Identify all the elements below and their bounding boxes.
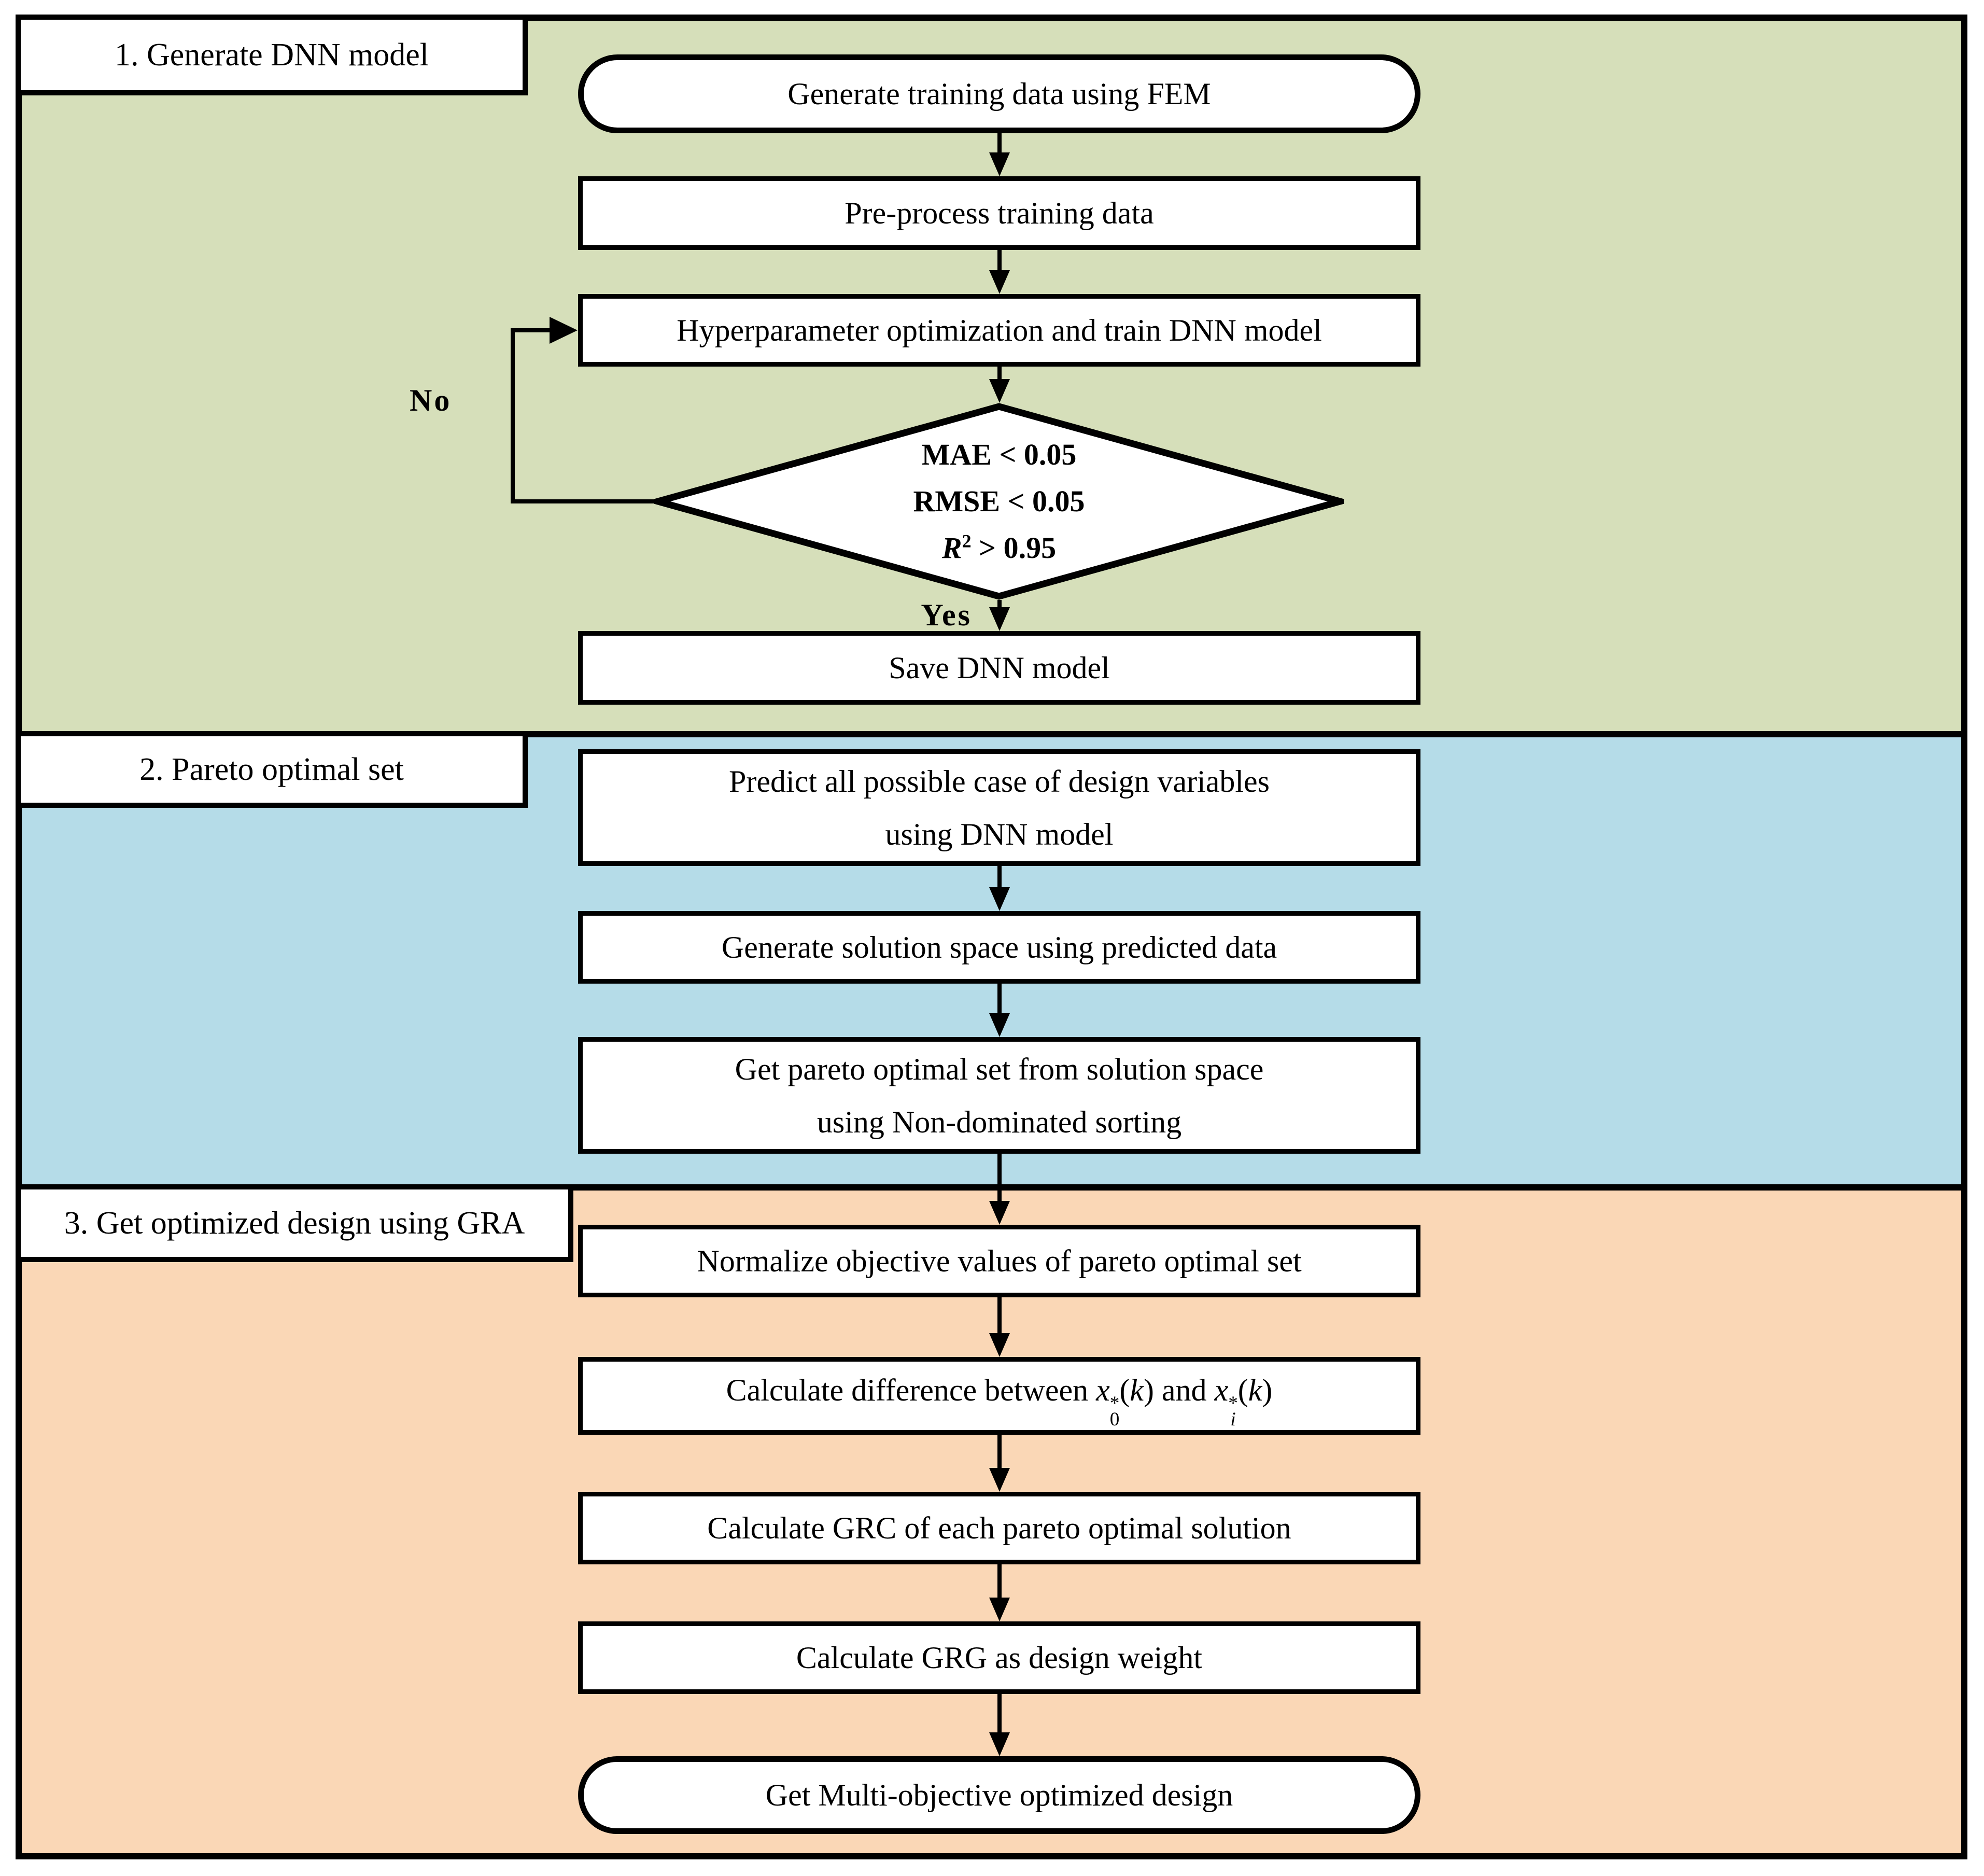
arrow-difference-to-grc — [989, 1435, 1010, 1492]
node-predict-line1: Predict all possible case of design vari… — [728, 764, 1270, 799]
section-label-3-text: 3. Get optimized design using GRA — [64, 1205, 525, 1241]
arrow-hyperparameter-to-decision — [989, 367, 1010, 403]
arrowhead-down-icon — [989, 379, 1010, 403]
math-x0-sub: 0 — [1109, 1409, 1120, 1431]
arrow-shaft — [997, 866, 1002, 887]
section-label-3: 3. Get optimized design using GRA — [16, 1184, 573, 1262]
node-predict-design-variables: Predict all possible case of design vari… — [578, 749, 1420, 866]
math-x0-sup: * — [1109, 1392, 1120, 1414]
calc-diff-prefix: Calculate difference between — [726, 1373, 1096, 1408]
node-preprocess-training-data: Pre-process training data — [578, 176, 1420, 250]
node-final-optimized-design-text: Get Multi-objective optimized design — [765, 1778, 1233, 1812]
arrow-solution-space-to-pareto — [989, 984, 1010, 1037]
decision-line-r2: R2 > 0.95 — [942, 525, 1056, 571]
math-x0-paren-open: ( — [1119, 1373, 1130, 1408]
arrowhead-down-icon — [989, 1013, 1010, 1037]
section-label-1: 1. Generate DNN model — [16, 15, 528, 95]
arrowhead-down-icon — [989, 152, 1010, 176]
arrow-shaft — [997, 367, 1002, 379]
node-generate-solution-space: Generate solution space using predicted … — [578, 911, 1420, 984]
math-xi-base: x — [1214, 1373, 1229, 1408]
arrow-shaft — [997, 1154, 1002, 1201]
math-x0-base: x — [1096, 1373, 1110, 1408]
arrow-shaft — [997, 250, 1002, 270]
math-x0-paren-close: ) — [1143, 1373, 1154, 1408]
node-save-dnn-model: Save DNN model — [578, 631, 1420, 705]
arrow-shaft — [997, 1435, 1002, 1468]
arrow-shaft — [997, 1564, 1002, 1598]
r2-base: R — [941, 530, 962, 565]
math-xi-sub: i — [1230, 1409, 1236, 1431]
node-generate-training-data: Generate training data using FEM — [578, 54, 1420, 133]
node-pareto-line1: Get pareto optimal set from solution spa… — [735, 1052, 1264, 1086]
arrow-grg-to-final — [989, 1694, 1010, 1756]
r2-rest: > 0.95 — [971, 530, 1057, 565]
node-generate-training-data-text: Generate training data using FEM — [787, 77, 1211, 111]
node-calculate-grg-text: Calculate GRG as design weight — [796, 1641, 1203, 1675]
math-xi-k: k — [1248, 1373, 1262, 1408]
section-label-1-text: 1. Generate DNN model — [114, 37, 429, 73]
node-normalize-objective-values-text: Normalize objective values of pareto opt… — [697, 1244, 1302, 1278]
section-label-2: 2. Pareto optimal set — [16, 731, 528, 808]
arrowhead-down-icon — [989, 1333, 1010, 1357]
node-normalize-objective-values: Normalize objective values of pareto opt… — [578, 1225, 1420, 1297]
no-loop-segment-top — [511, 328, 551, 332]
arrowhead-down-icon — [989, 1468, 1010, 1492]
node-calculate-grc-text: Calculate GRC of each pareto optimal sol… — [707, 1511, 1291, 1545]
arrow-shaft — [997, 133, 1002, 152]
math-x0-scripts: *0 — [1109, 1392, 1120, 1431]
arrow-generate-to-preprocess — [989, 133, 1010, 176]
node-get-pareto-optimal-set: Get pareto optimal set from solution spa… — [578, 1037, 1420, 1154]
arrowhead-down-icon — [989, 607, 1010, 631]
arrow-grc-to-grg — [989, 1564, 1010, 1621]
edge-label-yes: Yes — [921, 598, 972, 632]
math-xi-sup: * — [1228, 1392, 1238, 1414]
math-xi-paren-close: ) — [1262, 1373, 1273, 1408]
diamond-shape — [654, 403, 1344, 600]
node-save-dnn-model-text: Save DNN model — [889, 651, 1110, 685]
node-final-optimized-design: Get Multi-objective optimized design — [578, 1756, 1420, 1834]
node-hyperparameter-train: Hyperparameter optimization and train DN… — [578, 294, 1420, 367]
calc-diff-mid: and — [1153, 1373, 1215, 1408]
arrowhead-down-icon — [989, 270, 1010, 294]
math-xi-scripts: *i — [1228, 1392, 1238, 1431]
node-predict-line2: using DNN model — [885, 817, 1114, 851]
no-loop-segment-vertical — [511, 328, 515, 503]
node-hyperparameter-train-text: Hyperparameter optimization and train DN… — [677, 313, 1322, 347]
arrow-shaft — [997, 600, 1002, 607]
arrowhead-down-icon — [989, 1732, 1010, 1756]
node-calculate-grc: Calculate GRC of each pareto optimal sol… — [578, 1492, 1420, 1564]
arrow-preprocess-to-hyperparameter — [989, 250, 1010, 294]
node-preprocess-training-data-text: Pre-process training data — [845, 196, 1154, 230]
section-label-2-text: 2. Pareto optimal set — [139, 751, 404, 787]
node-calculate-difference: Calculate difference between x*0(k) and … — [578, 1357, 1420, 1435]
arrow-pareto-to-normalize — [989, 1154, 1010, 1225]
node-generate-solution-space-text: Generate solution space using predicted … — [721, 930, 1277, 964]
decision-line-rmse: RMSE < 0.05 — [913, 484, 1085, 519]
no-loop-segment-bottom — [511, 499, 658, 503]
decision-line-mae: MAE < 0.05 — [921, 438, 1077, 472]
arrow-shaft — [997, 1694, 1002, 1732]
arrow-shaft — [997, 1297, 1002, 1333]
math-x0-k: k — [1130, 1373, 1144, 1408]
arrowhead-down-icon — [989, 1598, 1010, 1621]
arrow-shaft — [997, 984, 1002, 1013]
node-calculate-difference-text: Calculate difference between x*0(k) and … — [726, 1364, 1273, 1431]
arrow-predict-to-solution-space — [989, 866, 1010, 911]
node-pareto-line2: using Non-dominated sorting — [817, 1104, 1182, 1139]
node-decision-metrics: MAE < 0.05 RMSE < 0.05 R2 > 0.95 — [654, 403, 1344, 600]
arrowhead-down-icon — [989, 887, 1010, 911]
arrow-decision-to-save — [989, 600, 1010, 631]
arrowhead-right-icon — [550, 317, 578, 344]
node-calculate-grg: Calculate GRG as design weight — [578, 1621, 1420, 1694]
arrowhead-down-icon — [989, 1201, 1010, 1225]
math-xi-paren-open: ( — [1237, 1373, 1248, 1408]
arrow-normalize-to-difference — [989, 1297, 1010, 1357]
edge-label-no: No — [410, 383, 452, 417]
node-decision-metrics-text: MAE < 0.05 RMSE < 0.05 R2 > 0.95 — [654, 403, 1344, 600]
r2-superscript: 2 — [962, 530, 972, 552]
